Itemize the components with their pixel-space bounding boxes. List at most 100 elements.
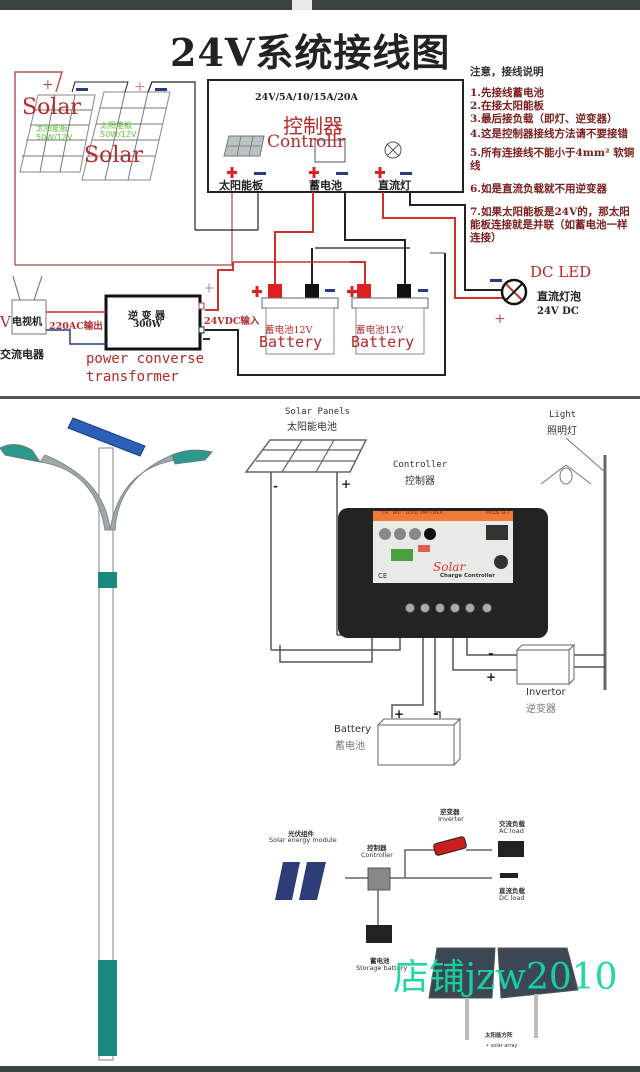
controller-product: Charge Controller <box>440 573 496 579</box>
solar-panels-label-cn: 太阳能电池 <box>287 422 337 433</box>
svg-text:+: + <box>134 79 146 95</box>
system-inverter-label-en: Inverter <box>438 815 464 823</box>
invertor-label-cn: 逆变器 <box>526 704 556 715</box>
light-label-en: Light <box>549 410 577 420</box>
dc-load-label-cn: 直流负载 <box>499 887 525 895</box>
storage-label-en: Storage battery <box>356 964 408 972</box>
dc-load-icon <box>500 873 518 878</box>
ce-mark: CE <box>378 572 388 580</box>
battery-1-label-en: Battery <box>259 333 323 351</box>
svg-text:-: - <box>273 479 278 493</box>
solar-panels-label-en: Solar Panels <box>285 407 351 417</box>
system-controller-label-en: Controller <box>361 851 393 859</box>
watermark: 店铺jzw2010 <box>393 957 618 998</box>
solar-panel-2-icon <box>81 91 171 181</box>
dc-led-sub: 直流灯泡 <box>537 290 581 303</box>
note-item: 1.先接线蓄电池 <box>470 87 544 99</box>
street-light-pole-icon <box>0 417 213 1061</box>
notes-heading: 注意，接线说明 <box>470 66 544 78</box>
controller-label-cn: 控制器 <box>405 476 435 487</box>
note-item: 3.最后接负载（即灯、逆变器） <box>470 113 618 125</box>
solar-array-label-cn: 太阳能方阵 <box>485 1033 513 1039</box>
section-divider <box>0 396 640 399</box>
controller-name-cn: 控制器 <box>283 114 343 138</box>
terminal-solar-label: 太阳能板 <box>219 179 263 192</box>
solar-module-icon <box>275 862 326 900</box>
tv-icon <box>11 275 47 335</box>
system-inverter-label-cn: 逆变器 <box>440 808 460 816</box>
note-item: 7.如果太阳能板是24V的，那太阳能板连接就是并联（如蓄电池一样连接） <box>470 206 630 244</box>
battery-2-label-cn: 蓄电池12V <box>356 325 404 336</box>
svg-text:+: + <box>42 77 54 93</box>
solar-panel-1-icon <box>19 94 96 173</box>
system-controller-label-cn: 控制器 <box>367 844 387 852</box>
inverter-small-icon <box>433 836 467 856</box>
terminal-battery-label: 蓄电池 <box>309 179 342 192</box>
solar-array-label-en: • solar array <box>486 1043 518 1049</box>
solar-panel-2-label: Solar <box>84 143 143 168</box>
ac-load-label-cn: 交流负载 <box>499 820 525 828</box>
note-item: 4.这是控制器接线方法请不要接错 <box>470 128 628 140</box>
tv-prefix: V <box>0 313 11 331</box>
solar-module-label-en: Solar energy module <box>269 836 337 844</box>
inverter-name-cn: 逆 变 器 <box>128 311 165 322</box>
solar-module-label-cn: 光伏组件 <box>288 830 314 838</box>
svg-text:+: + <box>494 311 506 327</box>
controller-name-en: Controllr <box>267 132 346 152</box>
controller-brand: Solar <box>433 560 466 574</box>
inverter-power: 300W <box>133 320 162 330</box>
invertor-box-icon <box>515 643 576 686</box>
light-icon <box>540 437 607 690</box>
dc-load-label-en: DC load <box>499 894 525 902</box>
svg-text:+: + <box>394 707 404 721</box>
dc-led-icon: + <box>490 278 528 327</box>
top-border-nub <box>292 0 312 10</box>
solar-panel-icon <box>244 439 368 473</box>
inverter-box <box>104 294 202 351</box>
bottom-border <box>0 1066 640 1072</box>
charge-controller-device-icon <box>338 508 548 638</box>
dc-led-label: DC LED <box>530 263 592 281</box>
controller-spec: 24V/5A/10/15A/20A <box>255 92 358 103</box>
top-border <box>0 0 640 10</box>
svg-text:+: + <box>341 477 351 491</box>
terminal-dc-light-label: 直流灯 <box>378 179 411 192</box>
svg-text:-: - <box>433 706 439 722</box>
controller-small-icon <box>367 867 391 891</box>
note-item: 2.在接太阳能板 <box>470 100 544 112</box>
battery-2-label-en: Battery <box>351 333 415 351</box>
controller-strip-right: MODE SET <box>486 511 510 516</box>
dc-led-voltage: 24V DC <box>537 306 579 317</box>
note-item: 6.如是直流负载就不用逆变器 <box>470 183 607 195</box>
wiring-diagram-graphics: + + <box>11 71 528 376</box>
lamp-symbol-icon <box>384 141 402 159</box>
controller-panel-icon <box>223 135 265 157</box>
wiring-notes: 注意，接线说明 1.先接线蓄电池 2.在接太阳能板 3.最后接负载（即灯、逆变器… <box>470 66 635 245</box>
controller-label-en: Controller <box>393 460 448 470</box>
inverter-input-label: 24VDC输入 <box>204 316 260 327</box>
battery-1-label-cn: 蓄电池12V <box>265 325 313 336</box>
light-label-cn: 照明灯 <box>547 426 577 437</box>
storage-battery-icon <box>366 925 392 943</box>
battery-2-icon <box>347 284 429 355</box>
svg-text:+: + <box>486 670 496 684</box>
battery-label-cn: 蓄电池 <box>335 741 365 752</box>
controller-strip-labels: CH BAT LOAD TMP OVER <box>382 511 443 516</box>
inverter-output-label: 220AC输出 <box>49 321 103 332</box>
tv-caption: 交流电器 <box>0 348 44 361</box>
terminal-signs <box>227 167 412 178</box>
diagram-title: 24V系统接线图 <box>170 30 451 75</box>
storage-label-cn: 蓄电池 <box>370 957 390 965</box>
note-item: 5.所有连接线不能小于4mm² 软铜线 <box>470 147 635 172</box>
solar-panel-1-label: Solar <box>22 95 81 120</box>
invertor-label-en: Invertor <box>526 687 566 698</box>
battery-label-en: Battery <box>334 724 372 735</box>
solar-array-icon <box>428 947 579 1040</box>
tv-label: 电视机 <box>12 317 42 328</box>
ac-load-label-en: AC load <box>499 827 524 835</box>
svg-text:-: - <box>488 646 494 662</box>
